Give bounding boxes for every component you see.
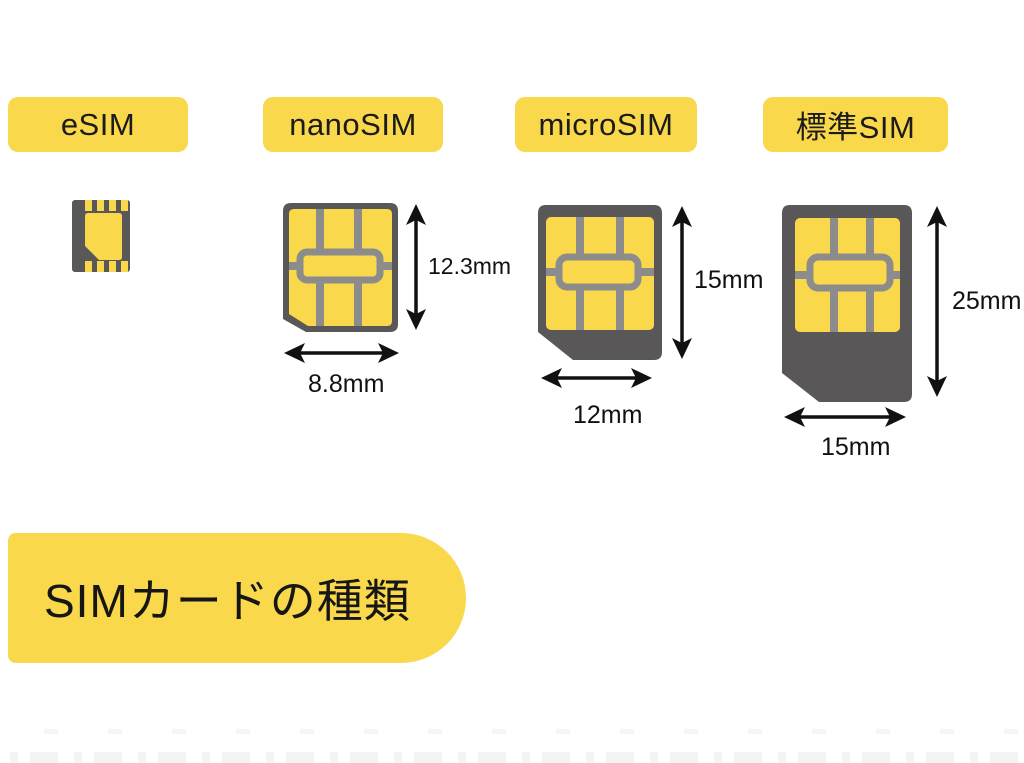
nanosim-card-graphic: [283, 203, 398, 332]
standard-sim-width-arrow: [784, 407, 906, 427]
microsim-center-contact: [555, 253, 642, 291]
watermark-pattern-row1: [0, 729, 1024, 734]
label-nanosim-text: nanoSIM: [289, 106, 417, 142]
title-banner: SIMカードの種類: [8, 533, 466, 663]
microsim-height-label: 15mm: [694, 266, 764, 294]
standard-sim-width-label: 15mm: [821, 433, 891, 461]
nanosim-height-label: 12.3mm: [428, 253, 512, 279]
nanosim-height-arrow: [406, 204, 426, 330]
label-microsim: microSIM: [515, 97, 697, 152]
microsim-width-label: 12mm: [573, 401, 643, 429]
nanosim-contact-lines: [289, 209, 392, 326]
nanosim-center-contact: [296, 248, 384, 284]
microsim-height-arrow: [672, 206, 692, 359]
nanosim-width-label: 8.8mm: [308, 370, 385, 398]
nanosim-width-arrow: [284, 343, 399, 363]
nanosim-contact-pad: [289, 209, 392, 326]
diagram-title: SIMカードの種類: [44, 575, 411, 627]
watermark-pattern-row2: [0, 752, 1024, 763]
standard-sim-height-label: 25mm: [952, 287, 1022, 315]
label-esim: eSIM: [8, 97, 188, 152]
standard-sim-card-graphic: [782, 205, 912, 402]
label-microsim-text: microSIM: [538, 106, 674, 142]
standard-sim-contact-lines: [795, 218, 900, 332]
microsim-contact-pad: [546, 217, 654, 330]
standard-sim-height-arrow: [927, 206, 947, 397]
label-nanosim: nanoSIM: [263, 97, 443, 152]
label-esim-text: eSIM: [60, 106, 136, 142]
esim-contact-pad: [85, 213, 122, 260]
standard-sim-center-contact: [806, 253, 894, 292]
esim-pins-top: [85, 200, 128, 211]
microsim-width-arrow: [541, 368, 652, 388]
esim-pins-bottom: [85, 261, 128, 272]
esim-chip-graphic: [72, 200, 130, 272]
microsim-card-graphic: [538, 205, 662, 360]
label-standard-sim: 標準SIM: [763, 97, 948, 152]
label-standard-sim-text: 標準SIM: [795, 110, 916, 145]
microsim-contact-lines: [546, 217, 654, 330]
